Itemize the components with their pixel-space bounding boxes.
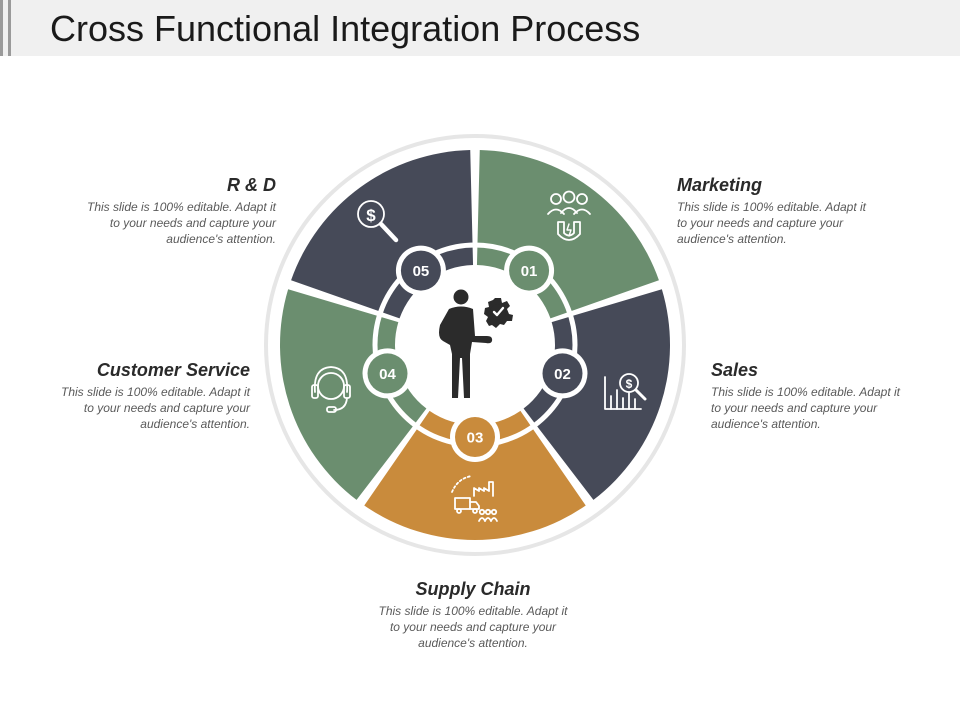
outer-ring [264,134,686,556]
segment-number: 03 [467,430,484,447]
segment-description: This slide is 100% editable. Adapt it to… [677,200,866,246]
inner-band-04 [374,316,427,425]
number-lobe [367,353,408,394]
ring-segment-03 [364,427,586,540]
inner-band-01 [476,245,570,319]
segment-number: 02 [554,366,571,383]
inner-band-05 [380,245,474,319]
dollar-glyph: $ [626,377,633,391]
inner-band-02 [523,316,575,425]
segment-title: Sales [711,360,759,380]
dollar-glyph: $ [366,206,376,225]
ring-segment-04 [280,289,415,500]
ring-segment-01 [477,150,659,312]
title-accent [8,0,11,56]
segment-title: Supply Chain [415,579,531,599]
segment-description: This slide is 100% editable. Adapt it to… [87,200,276,246]
number-lobe [542,353,583,394]
title-bar: Cross Functional Integration Process [0,0,960,56]
segment-title: Marketing [677,175,763,195]
r-and-d-block: R & D This slide is 100% editable. Adapt… [46,174,276,247]
segment-number: 04 [379,366,396,383]
number-lobe [455,417,495,457]
title-accent [0,0,3,56]
customer-service-block: Customer Service This slide is 100% edit… [20,359,250,432]
supply-chain-block: Supply Chain This slide is 100% editable… [358,578,588,651]
segment-title: Customer Service [96,360,250,380]
sales-block: Sales This slide is 100% editable. Adapt… [711,359,941,432]
users-magnet-icon [547,190,591,241]
ring-segment-05 [291,150,473,312]
dollar-chart-icon [604,373,647,410]
ring-segment-02 [535,289,671,500]
number-lobe [509,250,550,291]
businessman-gear-icon [439,289,513,398]
factory-truck-icon [451,475,498,522]
page-title: Cross Functional Integration Process [50,8,641,49]
marketing-block: Marketing This slide is 100% editable. A… [677,174,907,247]
headset-icon [311,366,351,413]
segment-description: This slide is 100% editable. Adapt it to… [711,385,900,431]
segment-number: 01 [521,263,538,280]
segment-description: This slide is 100% editable. Adapt it to… [61,385,250,431]
number-lobe [400,250,441,291]
segment-description: This slide is 100% editable. Adapt it to… [378,604,568,650]
dollar-search-icon [357,200,399,243]
segment-title: R & D [227,175,276,195]
segment-number: 05 [413,263,430,280]
center-circle [403,273,547,417]
